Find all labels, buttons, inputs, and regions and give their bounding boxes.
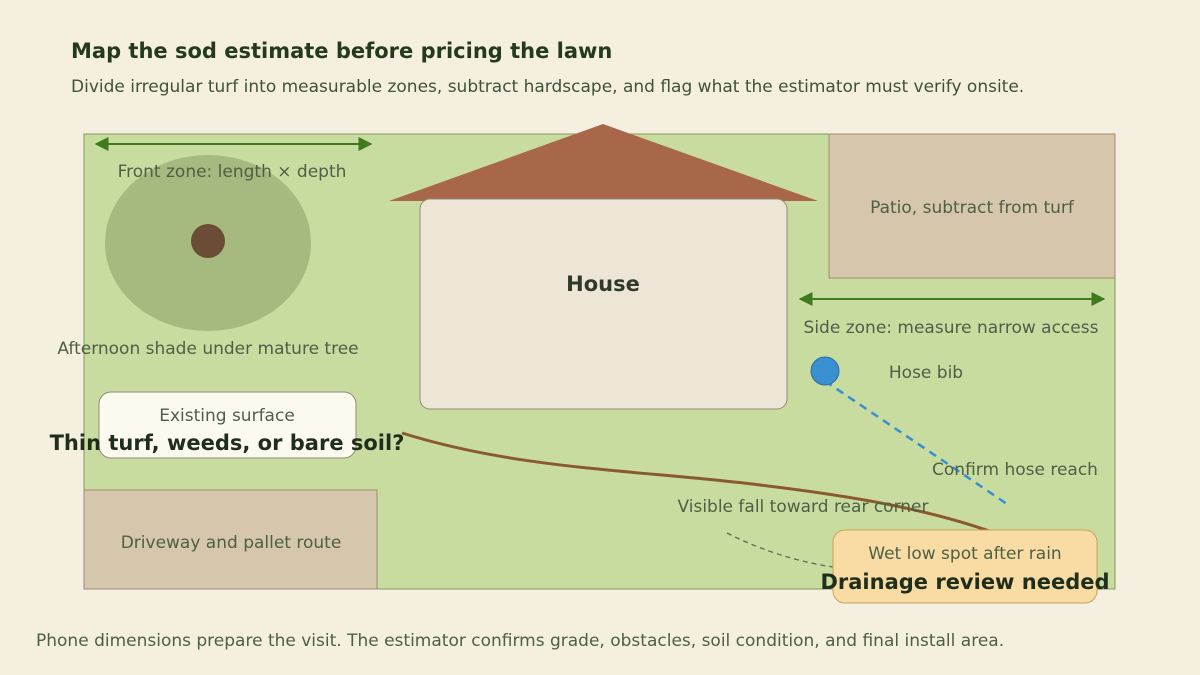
tree-trunk-icon — [191, 224, 225, 258]
wet-spot-callout — [832, 529, 1098, 604]
wet-spot-pointer — [726, 532, 841, 569]
footer-note: Phone dimensions prepare the visit. The … — [36, 631, 1004, 651]
existing-surface-question: Thin turf, weeds, or bare soil? — [50, 431, 405, 455]
house — [419, 198, 788, 410]
driveway-label: Driveway and pallet route — [121, 533, 342, 553]
hose-reach-label: Confirm hose reach — [932, 460, 1098, 480]
tree-shade-label: Afternoon shade under mature tree — [57, 339, 358, 359]
driveway-area — [83, 489, 378, 590]
house-label: House — [566, 272, 640, 296]
existing-surface-title: Existing surface — [159, 406, 295, 426]
front-zone-label: Front zone: length × depth — [118, 162, 347, 182]
side-zone-label: Side zone: measure narrow access — [804, 318, 1099, 338]
page-title: Map the sod estimate before pricing the … — [71, 39, 612, 63]
hose-bib-icon — [810, 356, 840, 386]
grade-line — [401, 431, 996, 535]
existing-surface-callout — [98, 391, 357, 459]
patio-area — [828, 133, 1116, 279]
grade-label: Visible fall toward rear corner — [677, 497, 928, 517]
page-subtitle: Divide irregular turf into measurable zo… — [71, 77, 1024, 97]
house-roof — [389, 124, 818, 201]
wet-spot-note: Drainage review needed — [820, 570, 1109, 594]
hose-bib-label: Hose bib — [889, 363, 963, 383]
patio-label: Patio, subtract from turf — [870, 198, 1075, 218]
wet-spot-title: Wet low spot after rain — [868, 544, 1061, 564]
hose-reach-line — [824, 379, 1011, 508]
